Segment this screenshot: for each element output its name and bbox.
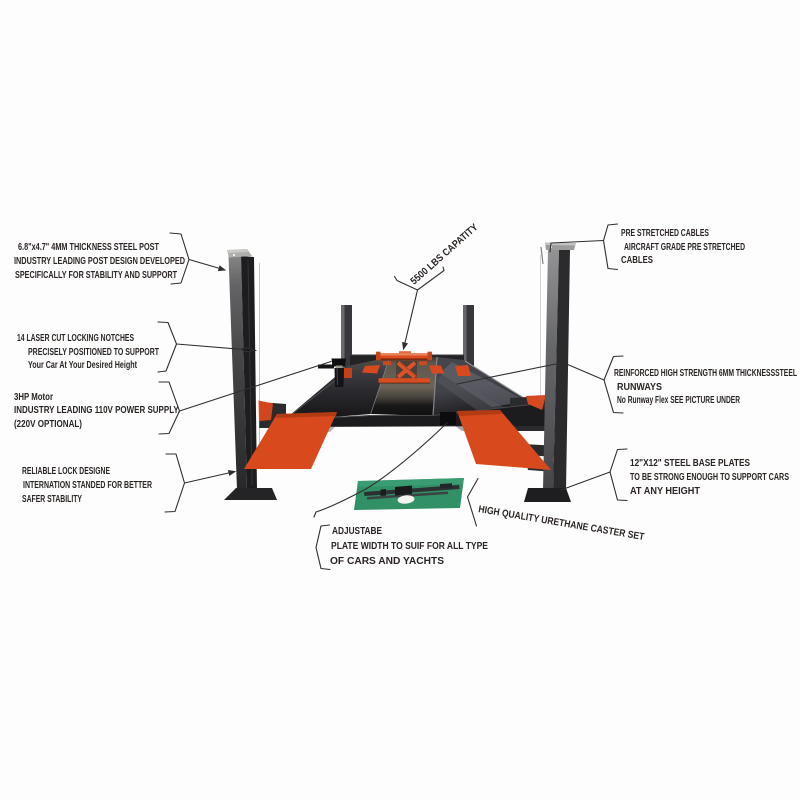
svg-text:14 LASER CUT LOCKING NOTCHES: 14 LASER CUT LOCKING NOTCHES — [17, 333, 134, 344]
svg-text:SPECIFICALLY FOR STABILITY AND: SPECIFICALLY FOR STABILITY AND SUPPORT — [15, 270, 177, 281]
svg-text:(220V OPTIONAL): (220V OPTIONAL) — [14, 419, 82, 430]
svg-text:6.8"x4.7" 4MM THICKNESS STEEL: 6.8"x4.7" 4MM THICKNESS STEEL POST — [18, 242, 159, 253]
svg-text:Your Car At Your Desired Heigh: Your Car At Your Desired Height — [28, 360, 137, 371]
svg-text:CABLES: CABLES — [621, 255, 653, 266]
svg-text:ADJUSTABE: ADJUSTABE — [332, 526, 382, 537]
svg-text:AT ANY HEIGHT: AT ANY HEIGHT — [630, 486, 700, 497]
svg-text:TO BE STRONG ENOUGH TO SUPPOR: TO BE STRONG ENOUGH TO SUPPORT CARS — [630, 472, 789, 483]
svg-text:OF CARS AND YACHTS: OF CARS AND YACHTS — [330, 556, 444, 567]
svg-text:3HP Motor: 3HP Motor — [14, 392, 53, 403]
svg-text:5500 LBS CAPATITY: 5500 LBS CAPATITY — [409, 222, 481, 287]
svg-text:INDUSTRY LEADING 110V POWER SU: INDUSTRY LEADING 110V POWER SUPPLY. — [14, 405, 180, 416]
svg-text:INTERNATION STANDED FOR BETTER: INTERNATION STANDED FOR BETTER — [23, 480, 153, 491]
svg-text:PRE STRETCHED CABLES: PRE STRETCHED CABLES — [621, 228, 709, 239]
svg-text:RELIABLE LOCK DESIGNE: RELIABLE LOCK DESIGNE — [22, 466, 110, 477]
svg-text:12"X12" STEEL BASE PLATES: 12"X12" STEEL BASE PLATES — [630, 458, 750, 469]
svg-text:PRECISELY POSITIONED TO SUPPOR: PRECISELY POSITIONED TO SUPPORT — [28, 347, 159, 358]
svg-text:REINFORCED HIGH STRENGTH 6MM T: REINFORCED HIGH STRENGTH 6MM THICKNESSST… — [614, 368, 797, 379]
svg-text:AIRCRAFT GRADE PRE STRETCHED: AIRCRAFT GRADE PRE STRETCHED — [624, 242, 745, 253]
svg-text:HIGH QUALITY URETHANE CASTER S: HIGH QUALITY URETHANE CASTER SET — [477, 504, 644, 543]
svg-text:SAFER STABILITY: SAFER STABILITY — [22, 494, 82, 505]
svg-text:INDUSTRY LEADING POST DESIGN D: INDUSTRY LEADING POST DESIGN DEVELOPED — [14, 256, 185, 267]
svg-text:RUNWAYS: RUNWAYS — [617, 382, 662, 393]
svg-text:PLATE WIDTH TO SUIF FOR ALL TY: PLATE WIDTH TO SUIF FOR ALL TYPE — [331, 541, 488, 552]
svg-text:No Runway Flex SEE PICTURE UND: No Runway Flex SEE PICTURE UNDER — [617, 395, 741, 406]
